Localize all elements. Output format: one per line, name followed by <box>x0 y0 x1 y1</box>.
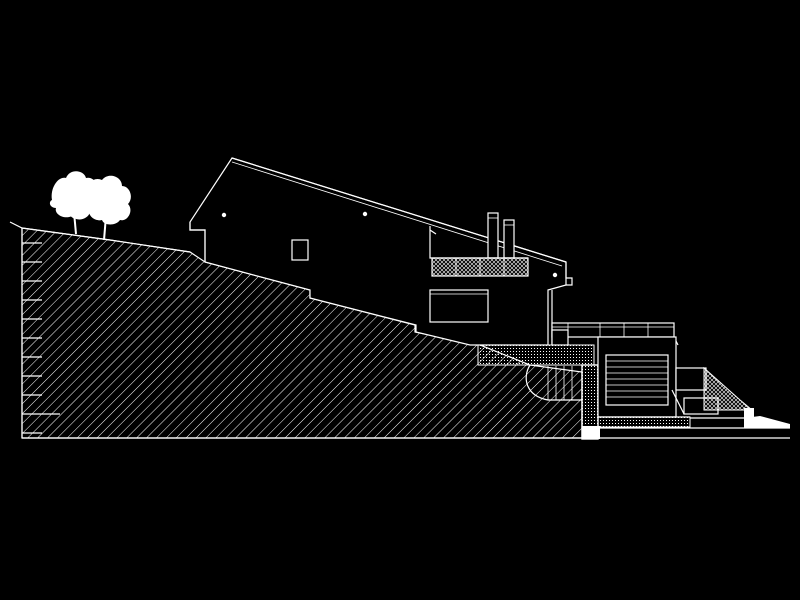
house-structure <box>189 157 573 346</box>
wall-foot <box>582 426 600 439</box>
retaining-wall <box>477 329 600 440</box>
tree-right-icon <box>83 175 131 241</box>
roof-eave-right <box>565 262 573 286</box>
step-block-upper <box>675 367 707 391</box>
terrace-deck <box>551 322 675 338</box>
small-window <box>291 239 309 261</box>
chimney-left <box>487 212 499 259</box>
right-side-steps <box>600 366 790 429</box>
light-dot-3 <box>552 272 558 278</box>
chimney-right <box>503 219 515 259</box>
garage-block <box>597 336 691 428</box>
ground-surface-line <box>9 221 191 253</box>
light-dot-2 <box>362 211 368 217</box>
tree-pair-icon <box>49 171 131 241</box>
fence-mesh <box>703 366 754 411</box>
left-tick-marks <box>22 242 60 434</box>
ground-mound-right <box>744 416 790 428</box>
planter-fill <box>477 344 595 366</box>
garage-door <box>605 354 669 406</box>
upper-balcony <box>429 226 529 277</box>
roller-door-slats <box>606 360 668 398</box>
roof-eave-left <box>189 222 206 262</box>
light-dot-1 <box>221 212 227 218</box>
garage-slab <box>597 416 691 428</box>
tree-left-icon <box>49 171 99 235</box>
large-window <box>429 289 489 323</box>
stone-bars <box>547 366 573 400</box>
